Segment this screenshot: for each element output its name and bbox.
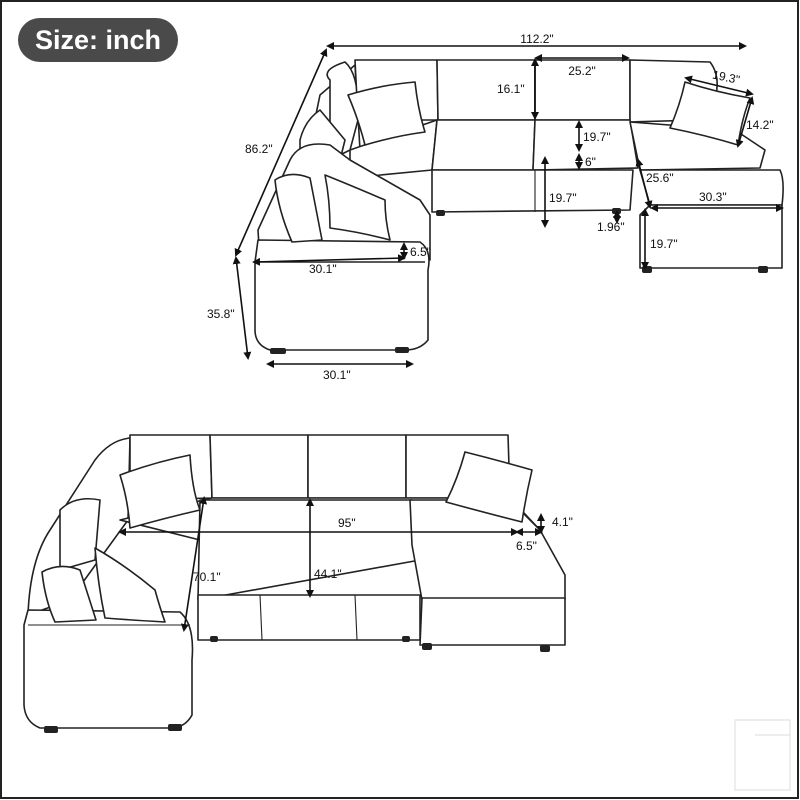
- label-total-width: 112.2": [520, 32, 553, 46]
- label-total-height: 35.8": [207, 307, 235, 321]
- bottom-left-armchair: [23, 609, 194, 729]
- label-seat-depth: 30.1": [309, 262, 337, 276]
- label-back-cushion-height: 16.1": [497, 82, 525, 96]
- label-ottoman-depth: 25.6": [646, 171, 674, 185]
- label-pillow-width: 19.3": [711, 68, 741, 87]
- size-unit-badge: Size: inch: [18, 18, 178, 62]
- label-arm-offset-height: 4.1": [552, 515, 573, 529]
- sofa-bottom-view: [23, 434, 566, 733]
- throw-pillow-1: [347, 81, 426, 146]
- faint-corner-shape: [734, 719, 791, 791]
- top-dimension-labels: 112.2" 25.2" 16.1" 19.3" 14.2" 19.7" 6" …: [207, 32, 774, 382]
- label-ottoman-width: 30.3": [699, 190, 727, 204]
- label-leg-height: 1.96": [597, 220, 625, 234]
- label-center-depth: 44.1": [314, 567, 342, 581]
- bottom-back-cushion-3: [307, 434, 407, 499]
- bottom-dimension-labels: 95" 4.1" 6.5" 70.1" 44.1": [193, 515, 573, 584]
- label-ottoman-height: 19.7": [650, 237, 678, 251]
- label-pillow-height: 14.2": [746, 118, 774, 132]
- label-side-width: 30.1": [323, 368, 351, 382]
- bottom-ottoman-front: [419, 597, 566, 646]
- label-cushion-width: 25.2": [568, 64, 596, 78]
- left-armchair-front: [254, 239, 430, 351]
- throw-pillow-3: [324, 174, 391, 241]
- bottom-throw-pillow-3: [94, 547, 166, 623]
- label-seat-height: 19.7": [549, 191, 577, 205]
- top-dimension-lines: [232, 42, 784, 368]
- sofa-base-front: [431, 169, 634, 213]
- bottom-throw-pillow-2: [445, 451, 533, 523]
- sleeper-front: [197, 594, 421, 641]
- label-arm-height: 6.5": [410, 245, 431, 259]
- bottom-back-cushion-2: [209, 434, 309, 499]
- label-left-depth: 70.1": [193, 570, 221, 584]
- label-cushion-thickness: 6": [585, 155, 596, 169]
- label-seat-span-width: 95": [338, 516, 356, 530]
- label-arm-offset-width: 6.5": [516, 539, 537, 553]
- label-total-depth: 86.2": [245, 142, 273, 156]
- sleeper-platform: [197, 499, 421, 601]
- seat-cushion-1: [431, 119, 536, 171]
- sofa-top-view: [254, 59, 784, 354]
- bottom-dimension-lines: [118, 496, 545, 632]
- label-backrest-height: 19.7": [583, 130, 611, 144]
